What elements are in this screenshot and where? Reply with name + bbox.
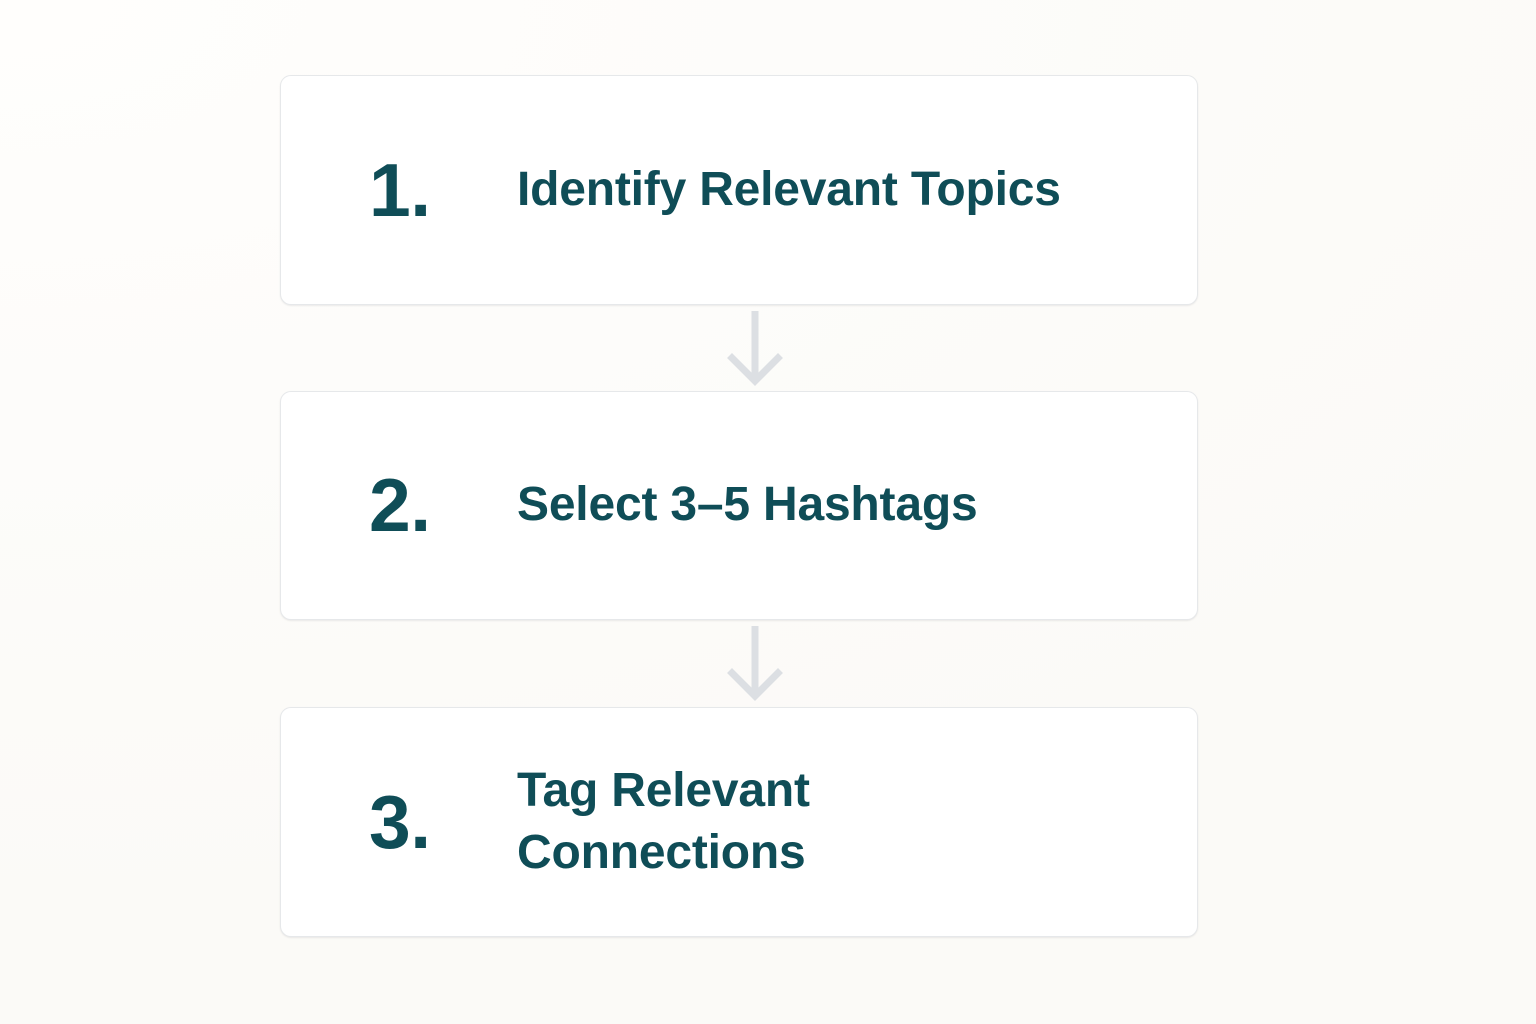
step-label-1: Identify Relevant Topics	[517, 162, 1061, 216]
arrow-down-icon	[727, 311, 783, 386]
arrow-down-icon	[727, 626, 783, 701]
step-number-2: 2.	[369, 463, 431, 547]
step-flow: 1. Identify Relevant Topics 2. Select 3–…	[280, 75, 1198, 937]
connector-1-to-2	[280, 305, 1198, 391]
step-card-2[interactable]: 2. Select 3–5 Hashtags	[280, 391, 1198, 620]
step-card-1[interactable]: 1. Identify Relevant Topics	[280, 75, 1198, 305]
step-number-1: 1.	[369, 147, 431, 232]
step-label-3: Tag Relevant Connections	[517, 763, 810, 879]
step-label-2: Select 3–5 Hashtags	[517, 478, 978, 532]
connector-2-to-3	[280, 620, 1198, 706]
step-number-3: 3.	[369, 779, 431, 864]
step-card-3[interactable]: 3. Tag Relevant Connections	[280, 707, 1198, 937]
